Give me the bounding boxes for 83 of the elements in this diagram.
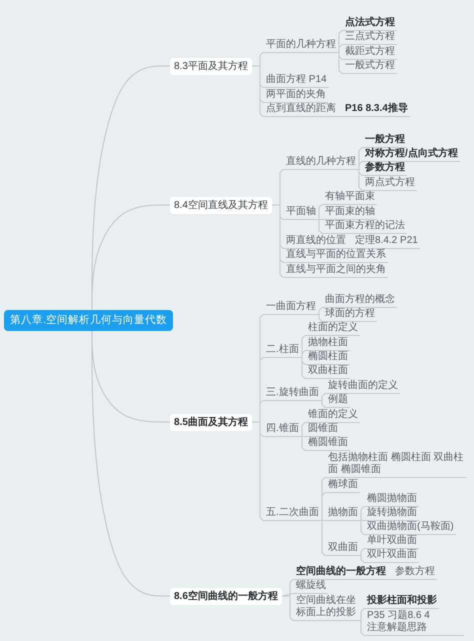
branch-line	[320, 393, 326, 401]
subtopic-label: 旋转曲面的定义	[325, 380, 400, 394]
branch-line	[360, 608, 364, 621]
topic-box: 8.3平面及其方程	[170, 58, 252, 74]
subtopic-label: 点到直线的距离	[263, 103, 338, 117]
subtopic-label: 旋转抛物面	[364, 507, 419, 521]
branch-line	[300, 436, 306, 437]
branch-line	[318, 219, 322, 234]
subtopic-label: 参数方程	[362, 162, 407, 176]
subtopic-label: 柱面的定义	[305, 322, 360, 336]
branch-line	[360, 506, 364, 521]
subtopic-label: 空间曲线在坐标面上的投影	[293, 595, 360, 621]
subtopic-label: 抛物柱面	[305, 337, 350, 351]
subtopic-label: 直线与平面之间的夹角	[283, 264, 388, 278]
subtopic-label: 双曲面	[325, 542, 360, 556]
branch-line	[388, 579, 392, 580]
topic-box: 8.6空间曲线的一般方程	[170, 588, 282, 604]
branch-line	[360, 520, 364, 521]
branch-line	[320, 520, 326, 521]
branch-line	[92, 204, 170, 310]
branch-line	[348, 248, 352, 249]
subtopic-label: 定理8.4.2 P21	[352, 235, 420, 249]
branch-line	[320, 400, 326, 408]
subtopic-label: 有轴平面束	[322, 191, 377, 205]
branch-line	[300, 422, 306, 437]
subtopic-label: P35 习题8.6 4 注意解题思路	[364, 610, 464, 636]
subtopic-label: 一曲面方程	[263, 301, 318, 315]
branch-line	[300, 436, 306, 451]
subtopic-label: 两点式方程	[362, 177, 417, 191]
subtopic-label: 曲面方程的概念	[322, 294, 397, 308]
subtopic-label: 包括抛物柱面 椭圆柱面 双曲柱面 椭圆锥面	[325, 452, 467, 478]
subtopic-label: 三点式方程	[342, 31, 397, 45]
branch-line	[360, 620, 364, 636]
subtopic-label: 平面的几种方程	[263, 39, 338, 53]
subtopic-label: 两平面的夹角	[263, 89, 328, 103]
subtopic-label: 椭圆抛物面	[364, 493, 419, 507]
subtopic-label: 截距式方程	[342, 46, 397, 60]
subtopic-label: 椭圆锥面	[305, 437, 350, 451]
branch-line	[318, 307, 322, 315]
subtopic-label: 平面束方程的记法	[322, 220, 407, 234]
subtopic-label: 抛物面	[325, 507, 360, 521]
branch-line	[318, 314, 322, 322]
subtopic-label: 一般方程	[362, 134, 407, 148]
subtopic-label: 圆锥面	[305, 423, 340, 437]
subtopic-label: 一般式方程	[342, 60, 397, 74]
subtopic-label: 五.二次曲面	[263, 507, 321, 521]
subtopic-label: 空间曲线的一般方程	[293, 566, 388, 580]
branch-line	[92, 330, 170, 596]
branch-line	[338, 116, 342, 117]
topic-box: 8.4空间直线及其方程	[170, 196, 272, 214]
branch-line	[360, 548, 364, 556]
subtopic-label: 椭球面	[325, 479, 360, 493]
subtopic-label: 点法式方程	[342, 17, 397, 31]
subtopic-label: 平面束的轴	[322, 206, 377, 220]
branch-line	[360, 555, 364, 563]
subtopic-label: 直线的几种方程	[283, 156, 358, 170]
subtopic-label: 平面轴	[283, 206, 318, 220]
branch-line	[318, 204, 322, 220]
subtopic-label: 二.柱面	[263, 344, 301, 358]
subtopic-label: 双曲抛物面(马鞍面)	[364, 521, 456, 535]
subtopic-label: 对称方程/点向式方程	[362, 148, 460, 162]
subtopic-label: 投影柱面和投影	[364, 595, 439, 609]
subtopic-label: 直线与平面的位置关系	[283, 249, 388, 263]
subtopic-label: 椭圆柱面	[305, 351, 350, 365]
branch-line	[318, 219, 322, 220]
central-topic: 第八章.空间解析几何与向量代数	[4, 310, 173, 330]
subtopic-label: 曲面方程 P14	[263, 74, 329, 88]
subtopic-label: 两直线的位置	[283, 235, 348, 249]
branch-line	[320, 520, 326, 556]
subtopic-label: 双叶双曲面	[364, 549, 419, 563]
subtopic-label: 例题	[325, 394, 350, 408]
subtopic-label: 参数方程	[392, 566, 437, 580]
branch-line	[360, 520, 364, 535]
subtopic-label: 锥面的定义	[305, 409, 360, 423]
subtopic-label: 三.旋转曲面	[263, 387, 321, 401]
subtopic-label: 螺旋线	[293, 580, 328, 594]
subtopic-label: P16 8.3.4推导	[342, 103, 410, 117]
topic-box: 8.5曲面及其方程	[170, 414, 252, 430]
subtopic-label: 单叶双曲面	[364, 535, 419, 549]
branch-line	[282, 593, 294, 596]
subtopic-label: 四.锥面	[263, 423, 301, 437]
subtopic-label: 双曲柱面	[305, 365, 350, 379]
subtopic-label: 球面的方程	[322, 308, 377, 322]
